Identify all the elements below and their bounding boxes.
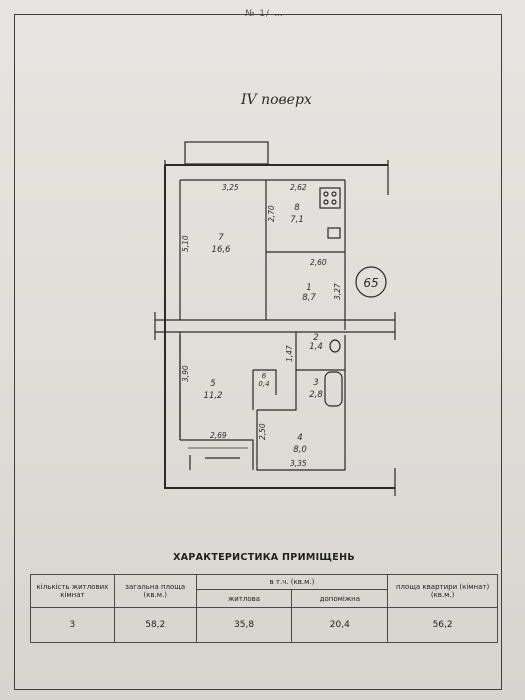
- room-area-2: 1,4: [309, 342, 323, 352]
- dim-270: 2,70: [267, 205, 276, 222]
- balcony: [184, 141, 269, 165]
- header-rooms-count: кількість житлових кімнат: [30, 574, 115, 608]
- dim-325: 3,25: [222, 183, 239, 192]
- room-id-8: 8: [294, 203, 300, 213]
- dimension-labels: 3,25 2,62 5,10 2,70 2,60 3,27 3,90 1,47 …: [181, 183, 342, 468]
- value-rooms-count: 3: [30, 607, 115, 643]
- room-area-5: 11,2: [204, 391, 223, 401]
- header-living: житлова: [195, 589, 293, 608]
- room-area-4: 8,0: [293, 445, 307, 455]
- dim-260: 2,60: [310, 258, 327, 267]
- header-including: в т.ч. (кв.м.): [195, 573, 389, 591]
- table-title: ХАРАКТЕРИСТИКА ПРИМІЩЕНЬ: [173, 552, 355, 563]
- dim-269: 2,69: [210, 431, 227, 440]
- bathtub-icon: [324, 371, 343, 407]
- sheet-number: № 1/ …: [245, 9, 284, 19]
- room-labels: 7 16,6 8 7,1 1 8,7 2 1,4 3 2,8 6 0,4 5 1…: [204, 203, 324, 455]
- room-area-3: 2,8: [309, 390, 323, 400]
- stove-icon: [319, 187, 341, 209]
- dim-335: 3,35: [290, 459, 307, 468]
- apartment-number: 65: [363, 276, 378, 290]
- value-total-area: 58,2: [113, 607, 197, 643]
- dim-250: 2,50: [258, 423, 267, 440]
- value-living: 35,8: [195, 607, 293, 643]
- value-auxiliary: 20,4: [291, 607, 389, 643]
- room-id-4: 4: [297, 433, 302, 443]
- dim-390: 3,90: [181, 365, 190, 382]
- room-id-1: 1: [306, 283, 311, 293]
- room-id-5: 5: [210, 379, 215, 389]
- floor-title: IV поверх: [241, 92, 312, 108]
- room-area-8: 7,1: [290, 215, 304, 225]
- dim-147: 1,47: [285, 345, 294, 362]
- header-total-area: загальна площа (кв.м.): [113, 574, 197, 608]
- dim-262: 2,62: [290, 183, 307, 192]
- room-area-6: 0,4: [258, 380, 269, 388]
- dim-510: 5,10: [181, 235, 190, 252]
- drawing-frame: № 1/ …: [14, 9, 502, 690]
- room-area-1: 8,7: [302, 293, 316, 303]
- header-auxiliary: допоміжна: [291, 589, 389, 608]
- plan-walls: [154, 141, 396, 496]
- header-apartment-area: площа квартири (кімнат) (кв.м.): [387, 574, 498, 608]
- toilet-icon: [329, 339, 341, 353]
- room-id-6: 6: [262, 372, 267, 380]
- room-area-7: 16,6: [212, 245, 232, 255]
- dim-327: 3,27: [333, 283, 342, 300]
- room-id-7: 7: [218, 233, 224, 243]
- value-apartment-area: 56,2: [387, 607, 498, 643]
- characteristics-table: кількість житлових кімнат загальна площа…: [30, 573, 498, 643]
- sink-icon: [327, 227, 341, 239]
- room-id-2: 2: [313, 333, 318, 343]
- apartment-number-circle: [355, 266, 387, 298]
- room-id-3: 3: [313, 378, 318, 388]
